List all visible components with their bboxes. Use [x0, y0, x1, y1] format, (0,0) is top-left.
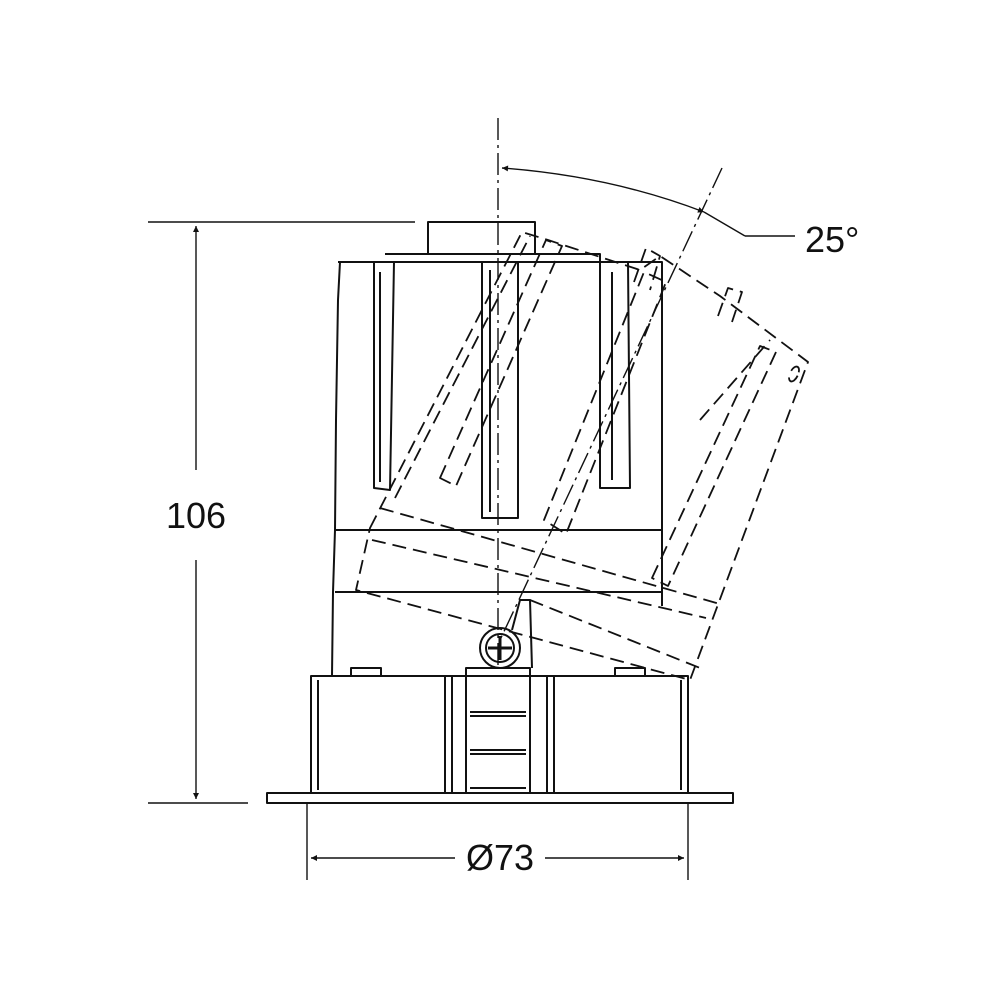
- lamp-module-upright: [331, 221, 663, 677]
- mounting-housing: [310, 667, 689, 794]
- pivot-screw: [479, 599, 533, 669]
- height-label: 106: [166, 495, 226, 536]
- angle-dimension: [501, 165, 795, 237]
- angle-label: 25°: [805, 219, 859, 260]
- bracket-clip: [465, 667, 531, 794]
- diameter-dimension: [306, 803, 689, 880]
- tilted-axis-line: [499, 167, 723, 641]
- diameter-label: Ø73: [466, 837, 534, 878]
- center-lines: [497, 118, 723, 665]
- trim-flange: [266, 792, 734, 804]
- height-dimension: [148, 221, 415, 804]
- lamp-module-tilted: [355, 231, 809, 681]
